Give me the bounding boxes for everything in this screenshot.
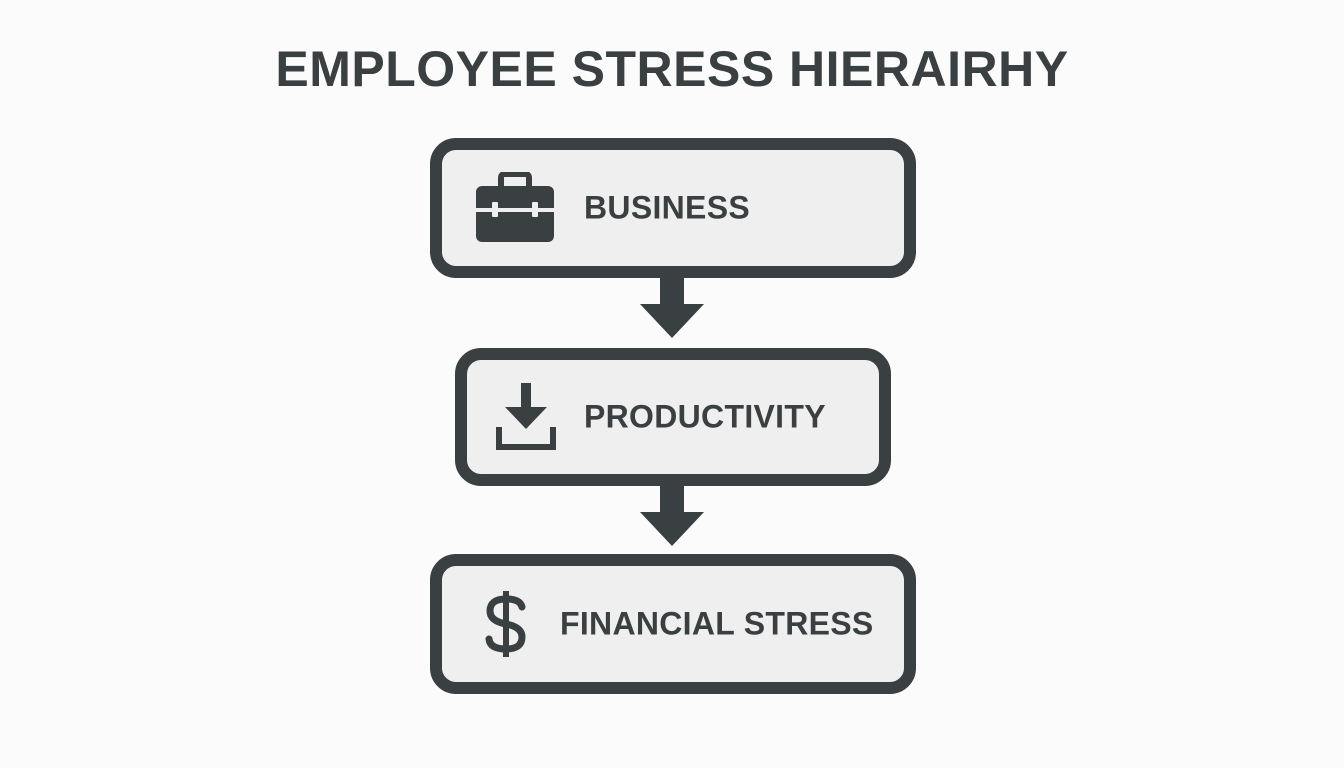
arrow-down-icon [640, 484, 704, 546]
briefcase-icon [476, 172, 554, 242]
node-productivity: PRODUCTIVITY [455, 348, 891, 486]
node-label-business: BUSINESS [584, 189, 750, 226]
dollar-icon [485, 591, 526, 657]
node-business: BUSINESS [430, 138, 916, 278]
node-financial-stress: FINANCIAL STRESS [430, 554, 916, 694]
download-icon [496, 383, 556, 450]
page-title: EMPLOYEE STRESS HIERAIRHY [275, 41, 1069, 97]
node-label-productivity: PRODUCTIVITY [584, 398, 826, 435]
arrow-down-icon [640, 276, 704, 338]
node-label-financial-stress: FINANCIAL STRESS [560, 605, 874, 642]
